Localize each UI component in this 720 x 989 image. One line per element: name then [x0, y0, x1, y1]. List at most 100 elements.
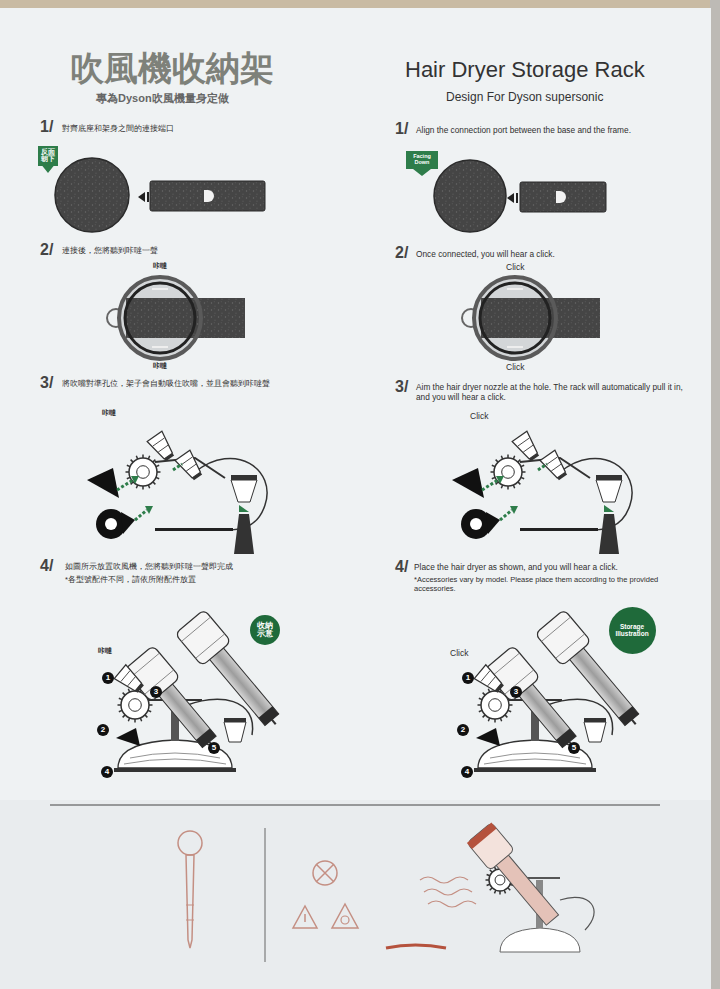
node-text: Facing Down: [409, 153, 435, 165]
nozzle: [147, 431, 177, 463]
step3-drawing: [87, 431, 267, 554]
funnel-rim: [231, 475, 257, 480]
black-nozzle: [476, 728, 500, 746]
click-label: 咔噠: [102, 409, 116, 417]
callout-number: 1: [462, 672, 474, 684]
green-arrow: [538, 464, 547, 470]
green-arrow: [604, 505, 614, 512]
dryer-head: [535, 609, 591, 666]
step2-drawing: [107, 276, 245, 360]
nozzle-tip: [135, 683, 144, 693]
nozzle-rib: [518, 438, 534, 453]
dryer-icon-handle: [186, 855, 194, 948]
base-disc: [55, 158, 129, 232]
green-arrow: [500, 510, 512, 520]
gear-hub: [129, 699, 142, 712]
subtitle: 專為Dyson吹風機量身定做: [96, 92, 229, 105]
dryer-head-line: [181, 617, 224, 658]
funnel-holder: [231, 480, 257, 502]
push-arrow: [138, 192, 145, 202]
step-number: 2/: [40, 240, 53, 259]
green-arrow: [173, 464, 182, 470]
callout-number: 4: [461, 766, 473, 778]
step-number: 1/: [395, 119, 408, 138]
funnel-rim: [224, 718, 246, 722]
dryer-handle: [568, 646, 638, 725]
warning-triangle: [332, 904, 358, 928]
step-text: 將吹嘴對準孔位，架子會自動吸住吹嘴，並且會聽到咔噠聲: [62, 379, 270, 389]
power-cable: [195, 458, 267, 530]
dryer-cable: [272, 720, 276, 725]
paper-sheet: [0, 8, 711, 989]
green-arrow: [145, 506, 153, 514]
nozzle-body: [512, 431, 541, 461]
green-arrow: [239, 505, 249, 512]
nozzle-body: [175, 450, 204, 480]
step-number: 4/: [395, 557, 408, 576]
inner-ring: [125, 283, 195, 353]
base-grip: [484, 753, 586, 764]
heat-waves: [420, 877, 476, 907]
nozzle: [512, 431, 542, 463]
frame-bar: [481, 298, 600, 338]
callout-number: 2: [97, 724, 109, 736]
base-disc: [434, 160, 506, 232]
callout-number: 5: [568, 742, 580, 754]
badge-outline: [609, 607, 656, 654]
step-number: 3/: [395, 377, 408, 396]
dryer-icon-head: [178, 831, 202, 855]
frame-bar: [520, 182, 606, 212]
base-foot: [474, 768, 596, 772]
gear-wheel: [129, 458, 157, 486]
warning-triangle: [293, 906, 317, 928]
tag-outline: [38, 146, 58, 173]
nozzle-tip: [557, 472, 567, 480]
dryer-head-line: [541, 617, 584, 658]
divider-line: [50, 805, 660, 806]
diffuser-hole: [470, 518, 482, 530]
node-text-box: 反面朝下: [41, 148, 55, 162]
nozzle-body: [540, 450, 569, 480]
facing-down-tag: 反面朝下: [38, 146, 58, 173]
push-arrow: [507, 193, 514, 203]
callout-number: 3: [510, 686, 522, 698]
click-label: Click: [506, 262, 524, 272]
node-text: 收納示意: [257, 622, 274, 639]
hair-dryer: [484, 645, 588, 758]
funnel-holder: [596, 480, 622, 502]
black-nozzle: [452, 468, 484, 498]
d-port: [556, 191, 566, 203]
title: Hair Dryer Storage Rack: [405, 57, 645, 83]
node-text-box: Storage Illustration: [613, 623, 651, 637]
click-label: 咔噠: [153, 362, 167, 370]
storage-badge: Storage Illustration: [609, 607, 656, 654]
gear-hub: [489, 699, 502, 712]
d-port: [204, 190, 214, 202]
hair-dryer: [124, 645, 228, 758]
click-label: Click: [470, 411, 488, 421]
rack-stand: [234, 514, 254, 554]
step-text: 連接後，您將聽到咔噠一聲: [62, 246, 158, 256]
step-text: Once connected, you will hear a click.: [416, 250, 555, 260]
rack-base: [500, 928, 580, 952]
power-cable: [560, 458, 632, 530]
step-text: 對齊底座和架身之間的連接端口: [62, 124, 174, 133]
inner-ring: [480, 283, 550, 353]
rack-stand: [599, 514, 619, 554]
step-text: Place the hair dryer as shown, and you w…: [414, 563, 618, 573]
base-foot: [114, 768, 236, 772]
nozzle-body: [114, 665, 144, 694]
heat-warning-drawing: [386, 822, 594, 952]
node-text: 反面朝下: [41, 148, 55, 162]
step4-drawing: [474, 609, 650, 772]
warning-mark: [341, 916, 349, 924]
rack-bar: [520, 528, 598, 531]
click-notch: [507, 289, 523, 347]
funnel-rim: [596, 475, 622, 480]
facing-down-tag: Facing Down: [406, 151, 438, 176]
nozzle-body: [147, 431, 176, 461]
nozzle-rib: [181, 457, 197, 472]
diffuser-hole: [105, 518, 117, 530]
nozzle-tip: [529, 453, 539, 461]
